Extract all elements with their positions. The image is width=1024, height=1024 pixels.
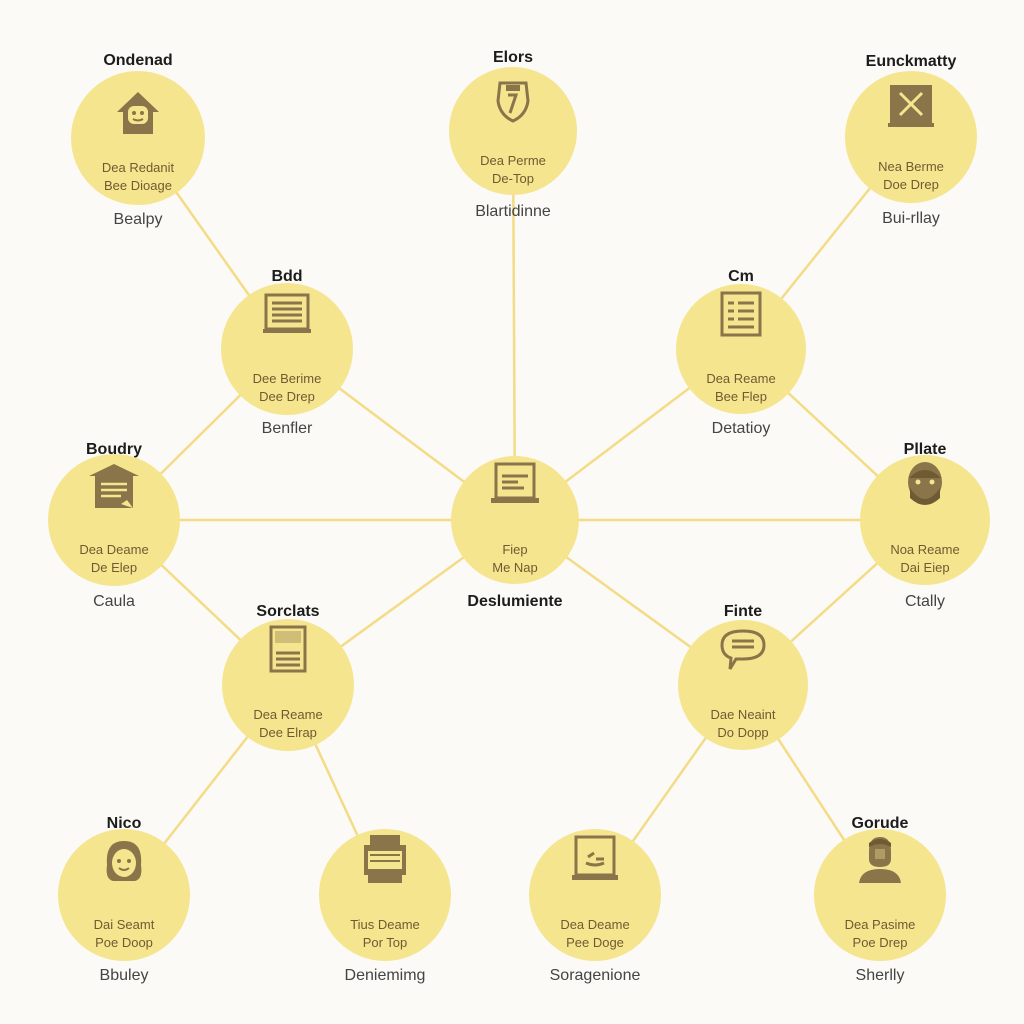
chat-icon <box>716 623 770 677</box>
node-caption: Sherlly <box>855 967 905 984</box>
node-title: Eunckmatty <box>865 53 957 70</box>
document-icon <box>260 287 314 341</box>
node-label-line2: Dai Eiep <box>900 560 950 575</box>
shield-icon <box>486 73 540 127</box>
center-caption: Deslumiente <box>467 593 563 610</box>
node-label-line1: Dai Seamt <box>93 917 155 932</box>
face-icon <box>898 458 952 512</box>
node-label-line1: Dea Perme <box>480 153 546 168</box>
node-label-line1: Dea Reame <box>706 371 776 386</box>
node-label-line1: Fiep <box>502 542 528 557</box>
laptop-icon <box>488 458 542 512</box>
node-label-line2: Por Top <box>362 935 408 950</box>
notes-icon <box>87 460 141 514</box>
node-label-line1: Dea Deame <box>560 917 630 932</box>
node-label-line2: Pee Doge <box>566 935 624 950</box>
node-label-line2: Dee Drep <box>259 389 315 404</box>
node-caption: Bui-rllay <box>882 210 940 227</box>
node-label-line2: De Elep <box>90 560 138 575</box>
node-caption: Blartidinne <box>475 203 551 220</box>
node-caption: Ctally <box>904 593 946 610</box>
node-label-line1: Dea Reame <box>253 707 323 722</box>
node-title: Bdd <box>271 268 303 285</box>
edge-elors-desluniente <box>511 130 517 521</box>
monitor-icon <box>568 833 622 887</box>
node-circle[interactable]: Fiep Me Nap <box>451 456 579 584</box>
node-caption: Bbuley <box>99 967 149 984</box>
node-label-line1: Dea Pasime <box>844 917 916 932</box>
node-circle[interactable]: Dea Deame De Elep <box>48 454 180 586</box>
node-caption: Benfler <box>261 420 313 437</box>
node-circle[interactable]: Dae Neaint Do Dopp <box>678 620 808 750</box>
node-label-line1: Dea Redanit <box>101 160 175 175</box>
node-title: Pllate <box>903 441 947 458</box>
node-title: Boudry <box>86 441 142 458</box>
list-icon <box>714 287 768 341</box>
person-icon <box>97 835 151 889</box>
node-title: Finte <box>723 603 763 620</box>
printer-icon <box>358 833 412 887</box>
node-caption: Caula <box>93 593 135 610</box>
node-label-line2: Bee Flep <box>714 389 768 404</box>
node-caption: Bealpy <box>113 211 163 228</box>
node-label-line1: Dee Berime <box>252 371 322 386</box>
node-title: Ondenad <box>103 52 173 69</box>
node-label-line2: Me Nap <box>492 560 538 575</box>
node-title: Cm <box>728 268 754 285</box>
user-icon <box>853 833 907 887</box>
node-title: Elors <box>492 49 534 66</box>
node-title: Gorude <box>851 815 909 832</box>
node-caption: Soragenione <box>549 967 641 984</box>
node-caption: Deniemimg <box>344 967 426 984</box>
node-label-line2: Doe Drep <box>883 177 939 192</box>
node-label-line2: Bee Dioage <box>104 178 172 193</box>
node-label-line2: De-Top <box>492 171 534 186</box>
node-label-line1: Tius Deame <box>350 917 420 932</box>
node-label-line2: Dee Elrap <box>259 725 317 740</box>
node-label-line1: Nea Berme <box>878 159 944 174</box>
house-icon <box>111 88 165 142</box>
tablet-icon <box>261 623 315 677</box>
node-label-line2: Poe Doop <box>95 935 153 950</box>
node-title: Sorclats <box>256 603 320 620</box>
node-label-line1: Dae Neaint <box>710 707 776 722</box>
node-title: Nico <box>106 815 142 832</box>
close-box-icon <box>884 79 938 133</box>
node-label-line2: Do Dopp <box>717 725 769 740</box>
node-label-line2: Poe Drep <box>852 935 908 950</box>
node-caption: Detatioy <box>711 420 771 437</box>
node-label-line1: Noa Reame <box>890 542 960 557</box>
node-label-line1: Dea Deame <box>79 542 149 557</box>
